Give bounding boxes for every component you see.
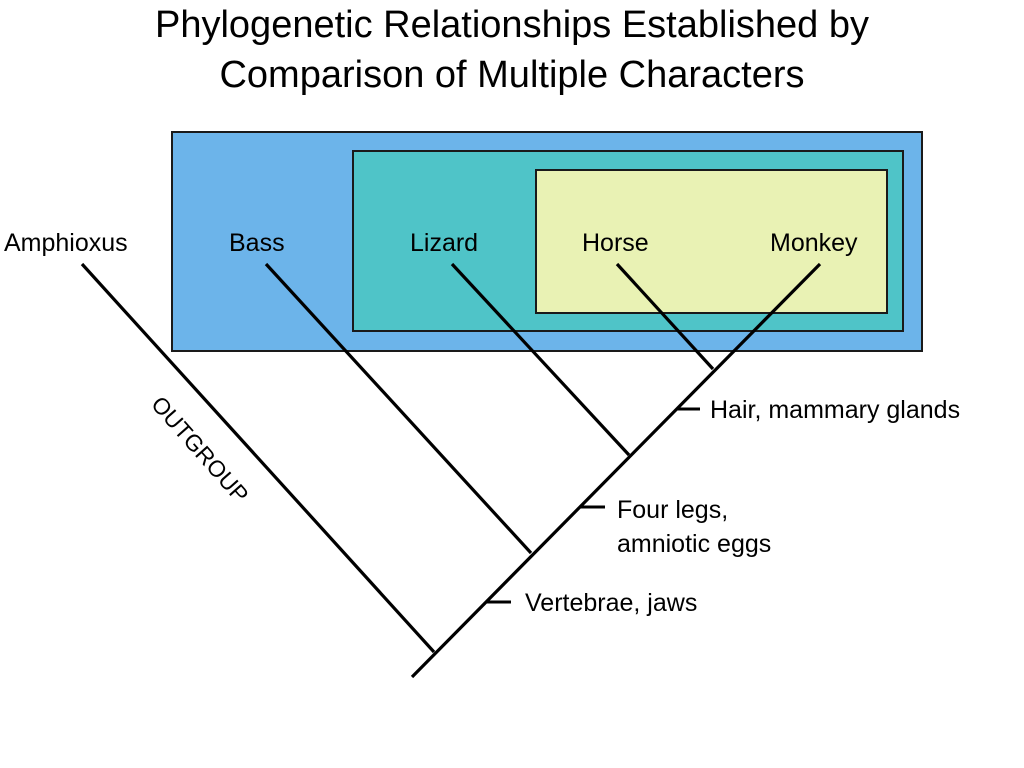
trait-label-hair: Hair, mammary glands	[710, 396, 960, 424]
taxon-label-lizard: Lizard	[410, 229, 478, 257]
amphioxus-branch	[80, 262, 436, 654]
title-line-2: Comparison of Multiple Characters	[219, 54, 805, 96]
title-line-1: Phylogenetic Relationships Established b…	[155, 4, 869, 46]
taxon-label-bass: Bass	[229, 229, 285, 257]
taxon-label-monkey: Monkey	[770, 229, 858, 257]
trait-label-four-legs-line1: Four legs,	[617, 496, 728, 524]
horse-branch	[615, 262, 715, 371]
outgroup-label: OUTGROUP	[146, 391, 254, 508]
diagram-title: Phylogenetic Relationships Established b…	[0, 0, 1024, 100]
bass-branch	[264, 262, 533, 555]
main-trunk-branch	[410, 262, 822, 679]
mammals-clade-box	[535, 169, 888, 314]
trait-label-vertebrae: Vertebrae, jaws	[525, 589, 697, 617]
trait-label-four-legs-line2: amniotic eggs	[617, 530, 771, 558]
lizard-branch	[450, 262, 631, 457]
taxon-label-horse: Horse	[582, 229, 649, 257]
taxon-label-amphioxus: Amphioxus	[4, 229, 128, 257]
